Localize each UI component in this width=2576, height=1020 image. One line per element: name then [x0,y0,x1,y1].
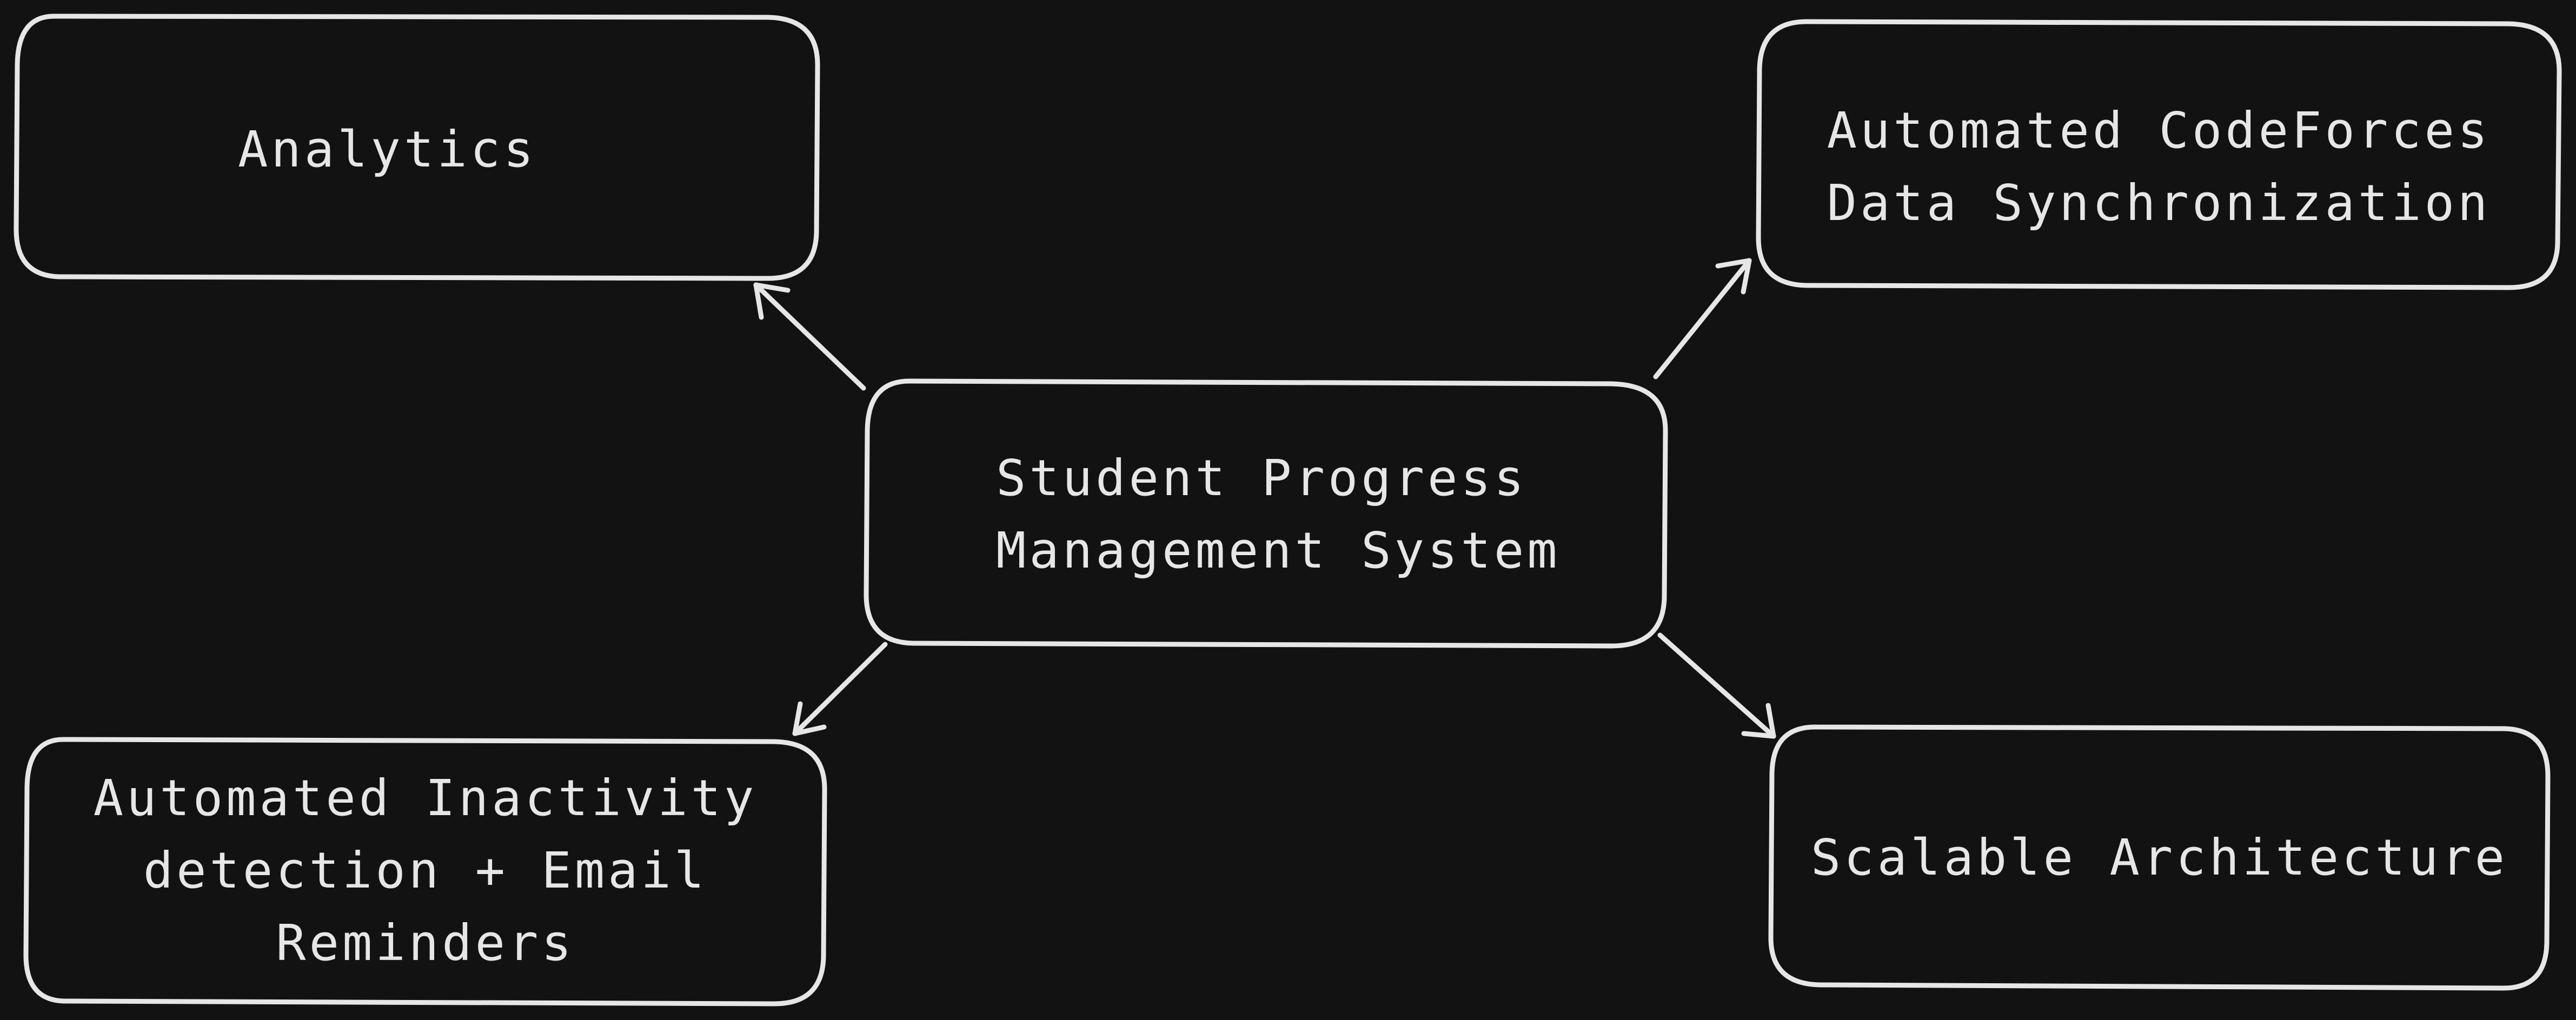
codeforces-sync-label: Automated CodeForces Data Synchronizatio… [1758,22,2559,286]
scalable-label-line: Scalable Architecture [1810,828,2508,886]
analytics-box [14,14,820,281]
analytics-label-line: Analytics [238,121,537,178]
center-box [864,378,1668,649]
inactivity-box [23,737,827,1006]
analytics-label: Analytics [16,16,818,278]
codeforces-sync-label-line-1: Automated CodeForces [1827,102,2491,159]
scalable-label: Scalable Architecture [1771,727,2548,988]
center-label-line-1: Student Progress [996,449,1528,507]
inactivity-label: Automated Inactivity detection + Email R… [26,762,825,989]
codeforces-sync-label-line-2: Data Synchronization [1827,174,2491,232]
scalable-box [1768,724,2551,991]
arrow-to-analytics [753,282,866,391]
center-label-line-2: Management System [996,522,1561,579]
arrow-to-codeforces-sync [1653,258,1752,379]
arrow-to-inactivity [792,642,888,736]
inactivity-label-line-1: Automated Inactivity [93,769,758,827]
codeforces-sync-box [1756,19,2562,290]
arrow-to-scalable [1657,632,1776,739]
inactivity-label-line-3: Reminders [276,914,575,972]
center-label-block: Student Progress Management System [996,442,1656,594]
inactivity-label-line-2: detection + Email [143,842,708,899]
